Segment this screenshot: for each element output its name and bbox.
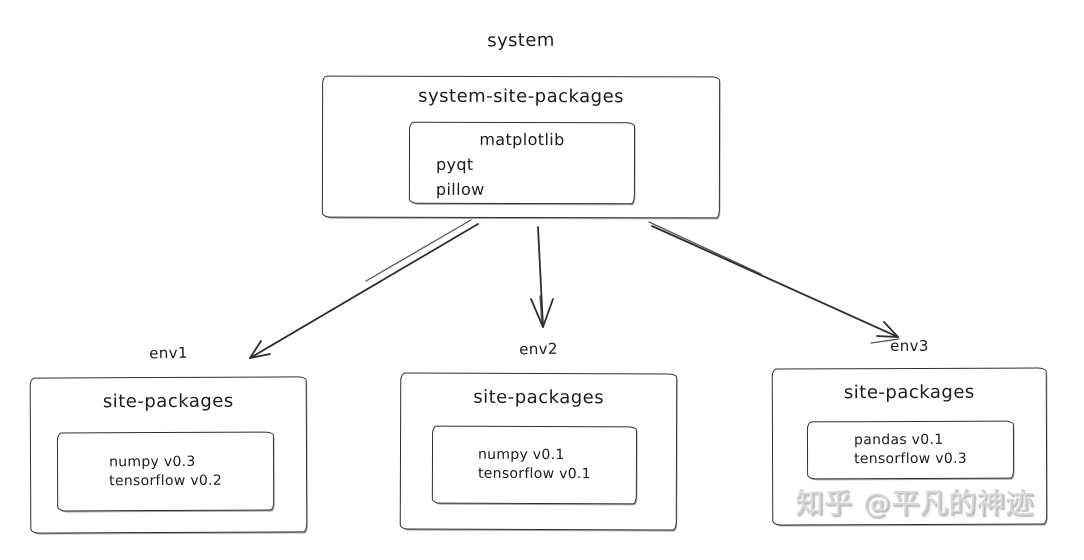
watermark: 知乎 @平凡的神迹 (796, 487, 1035, 520)
package-item: tensorflow v0.1 (477, 465, 591, 483)
arrow-to-env3-head-icon (876, 321, 899, 338)
env2-box: site-packages numpy v0.1 tensorflow v0.1 (399, 372, 678, 531)
package-item: matplotlib (479, 129, 565, 150)
package-item: pandas v0.1 (853, 431, 944, 449)
package-item: pillow (435, 179, 485, 199)
system-label: system (487, 29, 555, 52)
env3-packages-box: pandas v0.1 tensorflow v0.3 (806, 420, 1015, 480)
env1-label: env1 (148, 343, 189, 363)
env2-box-title: site-packages (473, 386, 605, 409)
system-box: system-site-packages matplotlib pyqt pil… (321, 75, 721, 219)
env2-packages-box: numpy v0.1 tensorflow v0.1 (431, 425, 638, 505)
package-item: pyqt (435, 154, 474, 174)
env1-packages-box: numpy v0.3 tensorflow v0.2 (56, 431, 275, 512)
env1-box: site-packages numpy v0.3 tensorflow v0.2 (29, 376, 308, 534)
env1-box-title: site-packages (102, 390, 234, 413)
arrow-to-env2-line (537, 226, 544, 328)
env3-box-title: site-packages (843, 381, 975, 404)
system-box-title: system-site-packages (418, 85, 625, 108)
env3-label: env3 (890, 337, 929, 355)
arrow-to-env1-line (249, 223, 479, 359)
arrow-to-env1-restroke (365, 219, 472, 282)
system-packages-box: matplotlib pyqt pillow (408, 121, 636, 205)
arrow-to-env2-head-icon (530, 298, 554, 328)
arrow-to-env3-restroke (648, 221, 762, 275)
package-item: numpy v0.3 (109, 453, 196, 470)
arrow-to-env2-restroke (539, 295, 543, 326)
package-item: numpy v0.1 (477, 446, 565, 464)
package-item: tensorflow v0.2 (109, 472, 223, 489)
arrow-to-env3-line (651, 225, 899, 338)
env2-label: env2 (518, 339, 559, 359)
package-item: tensorflow v0.3 (854, 450, 968, 468)
